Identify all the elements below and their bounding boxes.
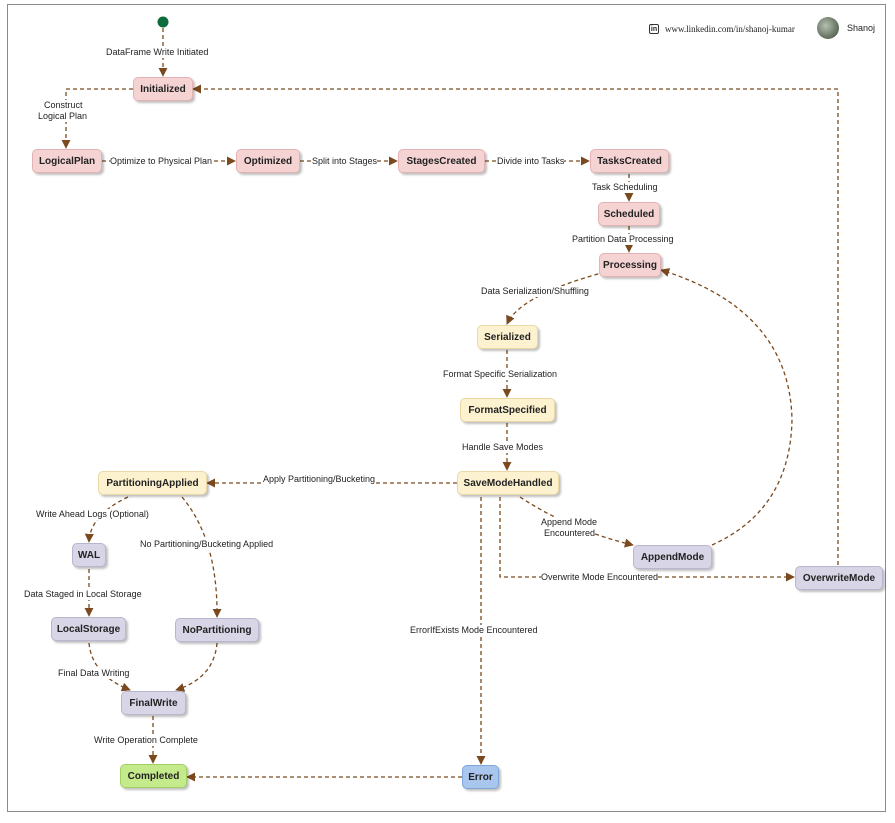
state-finalwrite[interactable]: FinalWrite [121,691,186,715]
start-dot [157,16,169,28]
label-serialization: Data Serialization/Shuffling [481,286,589,297]
label-task-scheduling: Task Scheduling [592,182,658,193]
state-optimized[interactable]: Optimized [236,149,300,173]
label-optimize: Optimize to Physical Plan [110,156,213,167]
arrow-savemode-overwritemode [499,497,795,582]
state-overwritemode[interactable]: OverwriteMode [795,566,883,590]
label-staged-local: Data Staged in Local Storage [24,589,142,600]
arrow-appendmode-processing [660,268,793,546]
label-append-2: Encountered [544,528,596,539]
label-split: Split into Stages [312,156,378,167]
state-scheduled[interactable]: Scheduled [598,202,660,226]
linkedin-icon: in [649,24,659,34]
label-overwrite: Overwrite Mode Encountered [541,572,659,583]
state-processing[interactable]: Processing [599,253,661,277]
state-stagescreated[interactable]: StagesCreated [398,149,485,173]
state-completed[interactable]: Completed [120,764,187,788]
label-no-partitioning-applied: No Partitioning/Bucketing Applied [140,539,274,550]
author: Shanoj [817,17,875,39]
author-name: Shanoj [847,23,876,33]
state-taskscreated[interactable]: TasksCreated [590,149,669,173]
arrow-localstorage-finalwrite [88,642,131,692]
label-apply-partitioning: Apply Partitioning/Bucketing [263,474,376,485]
label-partition-processing: Partition Data Processing [572,234,674,245]
state-nopartitioning[interactable]: NoPartitioning [175,618,259,642]
label-divide: Divide into Tasks [497,156,565,167]
label-write-complete: Write Operation Complete [94,735,198,746]
state-appendmode[interactable]: AppendMode [633,545,712,569]
arrow-processing-serialized [506,271,606,325]
label-start: DataFrame Write Initiated [106,47,209,58]
state-error[interactable]: Error [462,765,499,789]
state-wal[interactable]: WAL [72,543,106,567]
linkedin-url[interactable]: www.linkedin.com/in/shanoj-kumar [665,24,795,34]
state-serialized[interactable]: Serialized [477,325,538,349]
state-savemodehandled[interactable]: SaveModeHandled [457,471,559,495]
label-wal-optional: Write Ahead Logs (Optional) [36,509,149,520]
state-initialized[interactable]: Initialized [133,77,193,101]
label-construct-1: Construct [44,100,83,111]
label-error-if-exists: ErrorIfExists Mode Encountered [410,625,538,636]
linkedin-link[interactable]: in www.linkedin.com/in/shanoj-kumar [649,24,795,34]
diagram-frame [7,4,886,812]
arrow-overwritemode-initialized [192,84,839,565]
label-format-serialization: Format Specific Serialization [443,369,558,380]
state-logicalplan[interactable]: LogicalPlan [32,149,102,173]
arrow-initialized-logicalplan [61,88,133,149]
label-handle-save: Handle Save Modes [462,442,544,453]
label-append-1: Append Mode [541,517,598,528]
arrow-partitioning-nopartitioning [181,496,222,618]
label-final-writing: Final Data Writing [58,668,130,679]
state-partitioningapplied[interactable]: PartitioningApplied [98,471,207,495]
state-localstorage[interactable]: LocalStorage [51,617,126,641]
arrow-nopartitioning-finalwrite [175,642,218,692]
avatar [817,17,839,39]
label-construct-2: Logical Plan [38,111,88,122]
state-formatspecified[interactable]: FormatSpecified [460,398,555,422]
